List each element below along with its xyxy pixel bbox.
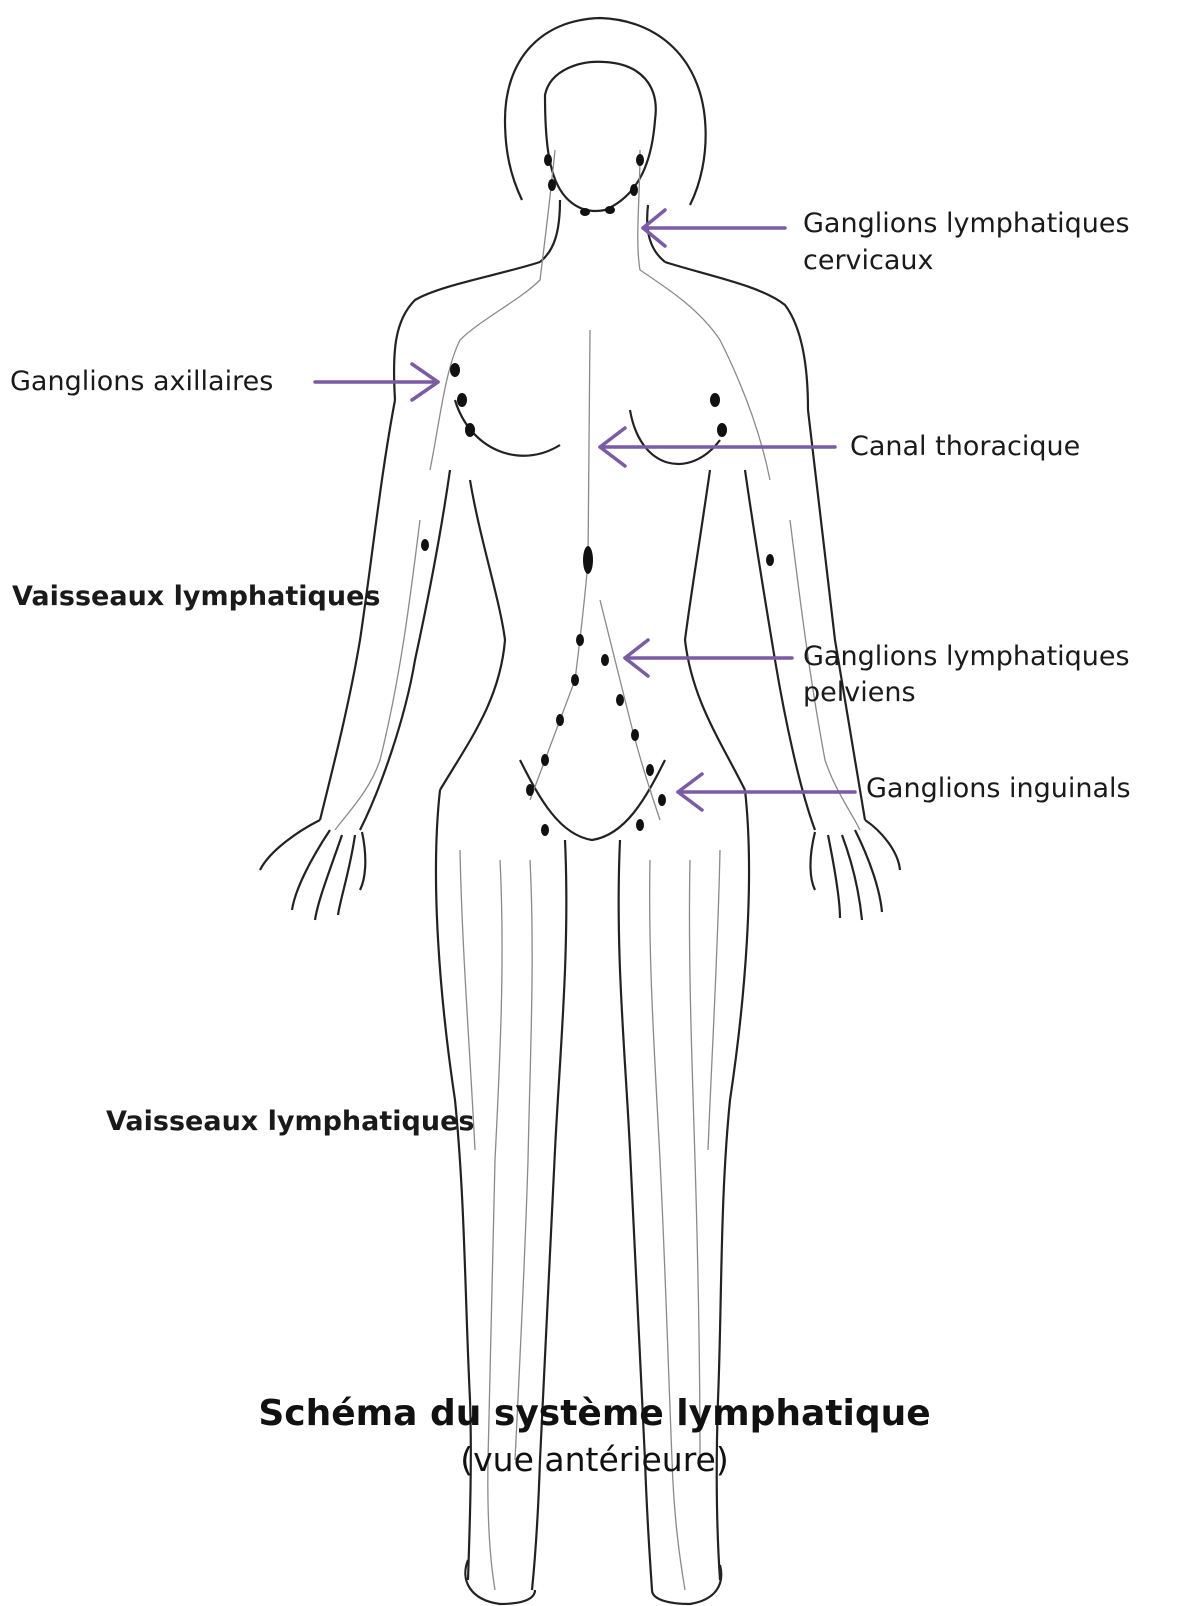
- label-vessels-lower: Vaisseaux lymphatiques: [106, 1105, 474, 1139]
- diagram-subtitle: (vue antérieure): [0, 1440, 1189, 1480]
- arrow-inguinal: [678, 774, 855, 810]
- arrow-pelvic: [625, 640, 792, 676]
- arrow-axillary: [315, 364, 438, 400]
- label-pelvic-line1: Ganglions lymphatiques: [803, 640, 1130, 674]
- label-pelvic-line2: pelviens: [803, 676, 916, 710]
- torso: [394, 262, 808, 790]
- label-thoracic: Canal thoracique: [850, 430, 1080, 464]
- arrow-thoracic: [600, 428, 835, 466]
- right-arm: [745, 410, 865, 830]
- diagram-title: Schéma du système lymphatique: [0, 1392, 1189, 1436]
- label-vessels-upper: Vaisseaux lymphatiques: [12, 580, 380, 614]
- arrows: [315, 210, 855, 810]
- label-cervical-line2: cervicaux: [803, 244, 934, 278]
- feet: [465, 1560, 721, 1604]
- hair: [505, 18, 706, 205]
- label-cervical-line1: Ganglions lymphatiques: [803, 207, 1130, 241]
- arrow-cervical: [643, 210, 785, 246]
- right-hand: [810, 820, 900, 920]
- label-axillary: Ganglions axillaires: [10, 365, 273, 399]
- label-inguinal: Ganglions inguinals: [866, 772, 1131, 806]
- left-hand: [260, 820, 365, 920]
